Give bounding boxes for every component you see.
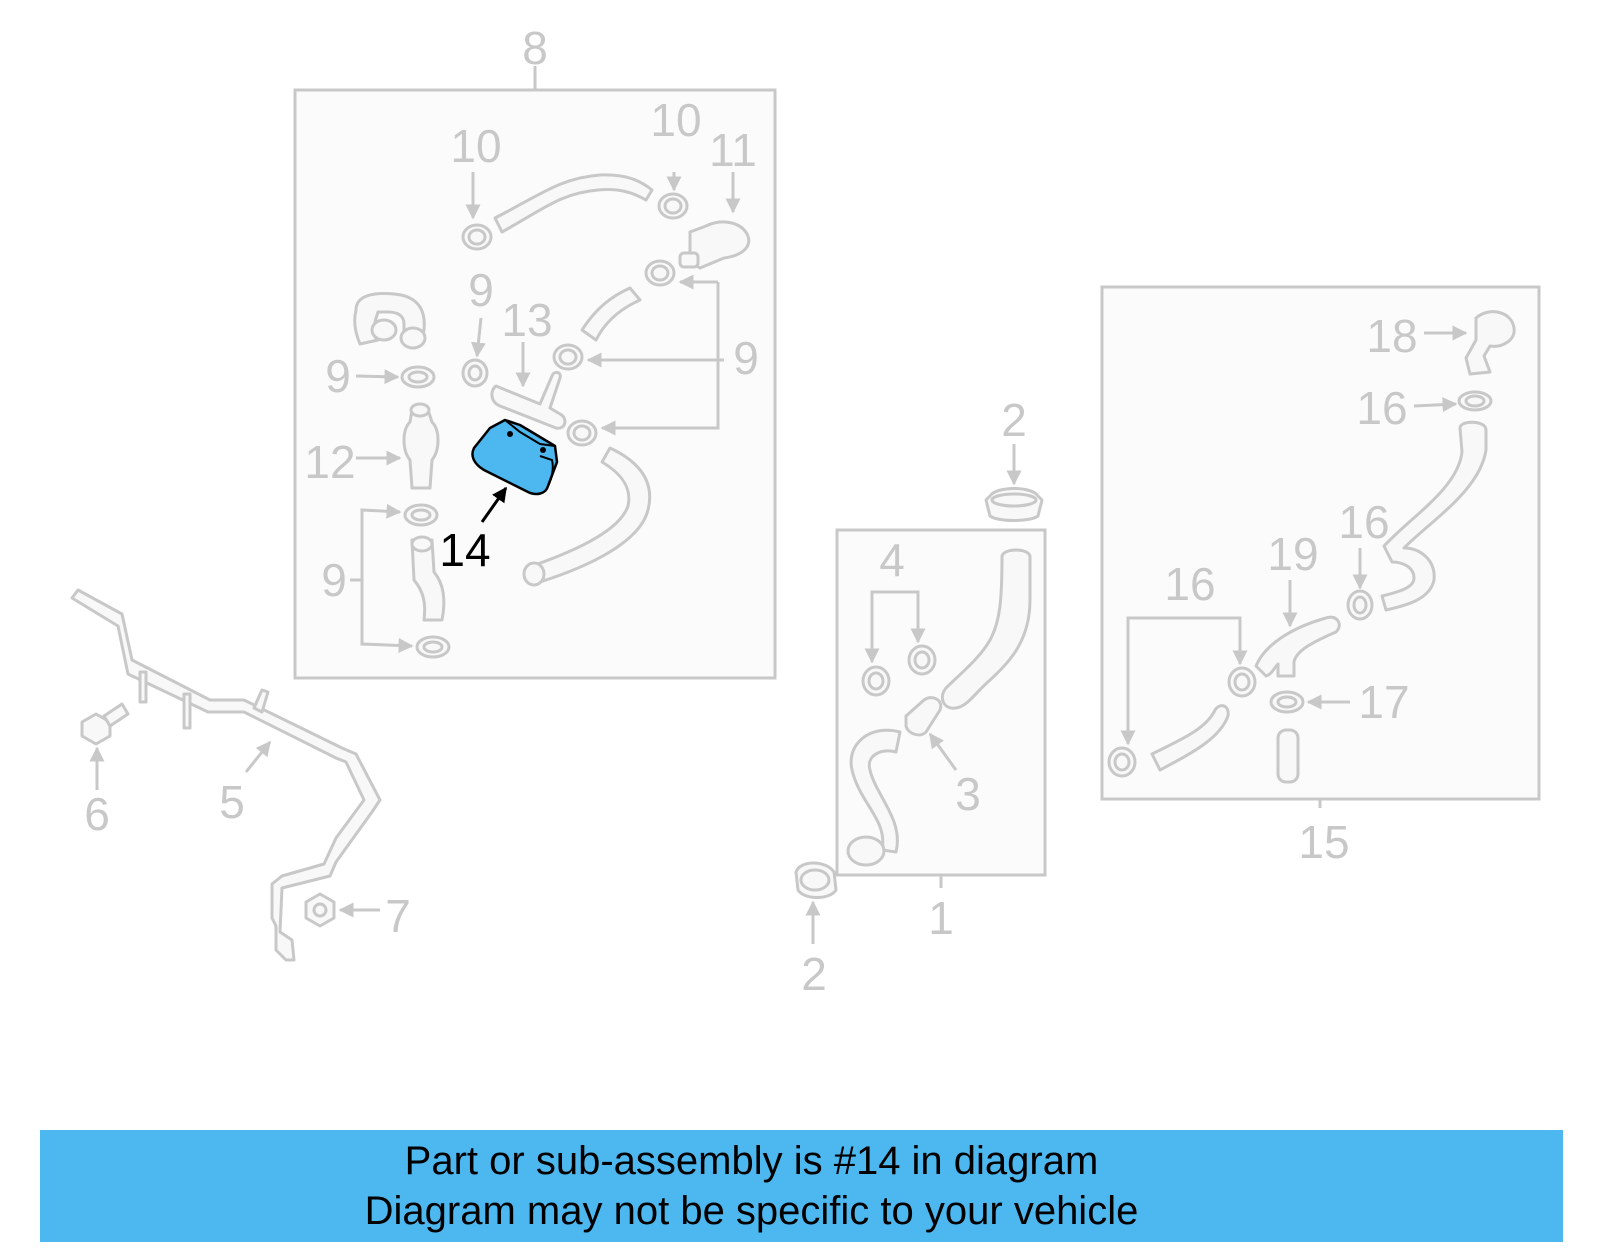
clamp-9-upper-right	[644, 259, 676, 287]
callout-9-upper: 9	[468, 264, 494, 316]
callout-13: 13	[501, 294, 552, 346]
callout-16-left: 16	[1164, 558, 1215, 610]
bolt-6	[80, 702, 130, 746]
clamp-2-top	[984, 487, 1044, 522]
clamp-16-middle	[1346, 589, 1374, 621]
callout-19: 19	[1267, 528, 1318, 580]
clamp-9-lower-right	[566, 419, 598, 447]
short-connector-3	[904, 696, 943, 737]
clamp-2-bottom	[794, 861, 838, 899]
connector-18	[1464, 310, 1516, 376]
lower-hose-box-1	[846, 728, 902, 867]
valve-12	[402, 402, 440, 490]
callout-15: 15	[1298, 816, 1349, 868]
elbow-hose-left	[353, 292, 427, 350]
upper-hose-box-1	[940, 548, 1032, 710]
y-hose-19	[1254, 615, 1341, 678]
info-banner: Part or sub-assembly is #14 in diagram D…	[40, 1130, 1563, 1242]
connector-11	[678, 220, 751, 270]
callout-16-top: 16	[1356, 382, 1407, 434]
clamp-17	[1269, 690, 1305, 714]
clamp-10-left	[461, 223, 493, 251]
callout-1: 1	[928, 892, 954, 944]
clamp-9-lower-left	[403, 503, 439, 527]
clamp-4-right	[907, 644, 937, 676]
callout-11: 11	[709, 124, 757, 176]
callout-8: 8	[522, 22, 548, 74]
callout-16-middle: 16	[1338, 496, 1389, 548]
part-14-highlighted[interactable]	[471, 418, 559, 496]
clamp-16-top	[1457, 390, 1493, 412]
pipe-5	[70, 588, 382, 962]
nut-7	[304, 892, 336, 928]
callout-10-left: 10	[450, 120, 501, 172]
callout-9-lower: 9	[321, 554, 347, 606]
clamp-9-bottom	[415, 635, 451, 659]
tee-fitting-13	[490, 370, 567, 430]
callout-2-top: 2	[1001, 394, 1027, 446]
callout-12: 12	[304, 436, 355, 488]
clamp-9-left	[400, 365, 436, 389]
leader-lines	[89, 172, 1468, 944]
lower-hose-box-15	[1150, 704, 1230, 772]
clamp-10-right	[657, 192, 689, 220]
callout-2-bottom: 2	[801, 948, 827, 1000]
group-box-15	[1100, 285, 1541, 808]
callout-5: 5	[219, 776, 245, 828]
long-hose-right	[1380, 420, 1488, 612]
callout-14: 14	[439, 524, 490, 576]
callout-10-right: 10	[650, 94, 701, 146]
clamp-9-center	[461, 358, 489, 388]
callout-18: 18	[1366, 310, 1417, 362]
clamp-16-left	[1227, 666, 1257, 698]
callout-9-left: 9	[325, 350, 351, 402]
banner-line-2: Diagram may not be specific to your vehi…	[364, 1189, 1139, 1233]
short-hose-middle	[580, 286, 642, 342]
callout-17: 17	[1358, 676, 1409, 728]
callout-9-right: 9	[733, 332, 759, 384]
tube-17	[1276, 728, 1300, 784]
callout-4: 4	[879, 534, 905, 586]
lower-left-hose	[410, 535, 446, 622]
banner-line-1: Part or sub-assembly is #14 in diagram	[404, 1139, 1099, 1183]
clamp-4-left	[861, 665, 891, 697]
large-curved-hose	[522, 446, 652, 587]
callout-labels: 8 10 10 11 9 13 9 9 12 14 9 2 4 3 1 2 6 …	[84, 22, 1417, 1000]
callout-7: 7	[385, 890, 411, 942]
callout-6: 6	[84, 788, 110, 840]
clamp-9-mid-right	[552, 343, 584, 371]
clamp-16-bottom-left	[1107, 746, 1137, 778]
callout-3: 3	[955, 768, 981, 820]
upper-hose	[493, 173, 654, 234]
